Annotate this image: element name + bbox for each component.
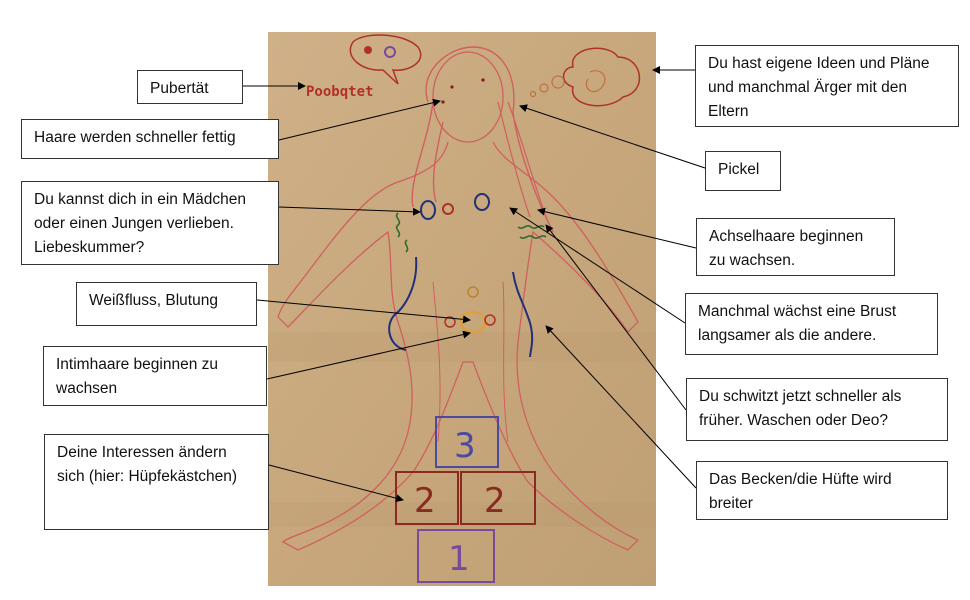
label-becken: Das Becken/die Hüfte wird breiter (696, 461, 948, 520)
hopscotch-number-3: 3 (454, 426, 476, 466)
label-schwitzen: Du schwitzt jetzt schneller als früher. … (686, 378, 948, 441)
armpit-hair-left (395, 212, 409, 253)
thought-bubble-left (349, 34, 422, 85)
hopscotch-number-2a: 2 (414, 481, 436, 521)
label-haare: Haare werden schneller fettig (21, 119, 279, 159)
hopscotch-number-1: 1 (448, 539, 470, 579)
label-weissfluss: Weißfluss, Blutung (76, 282, 257, 326)
hopscotch-grid: 3 2 2 1 (395, 416, 536, 583)
hopscotch-number-2b: 2 (484, 481, 506, 521)
label-brust: Manchmal wächst eine Brust langsamer als… (685, 293, 938, 355)
label-verlieben: Du kannst dich in ein Mädchen oder einen… (21, 181, 279, 265)
poster-scribble-text: Poobqtet (306, 84, 373, 100)
body-drawing: Poobqtet 3 2 2 1 (268, 32, 656, 586)
label-achselhaare: Achselhaare beginnen zu wachsen. (696, 218, 895, 276)
label-intimhaare: Intimhaare beginnen zu wachsen (43, 346, 267, 406)
label-pubertaet: Pubertät (137, 70, 243, 104)
label-pickel: Pickel (705, 151, 781, 191)
label-ideen: Du hast eigene Ideen und Pläne und manch… (695, 45, 959, 127)
label-interessen: Deine Interessen ändern sich (hier: Hüpf… (44, 434, 269, 530)
thought-bubble-right (562, 47, 640, 107)
left-breast-mark (420, 200, 436, 220)
right-breast-mark (474, 193, 490, 211)
head-outline (432, 51, 504, 143)
poster-photo: Poobqtet 3 2 2 1 (268, 32, 656, 586)
